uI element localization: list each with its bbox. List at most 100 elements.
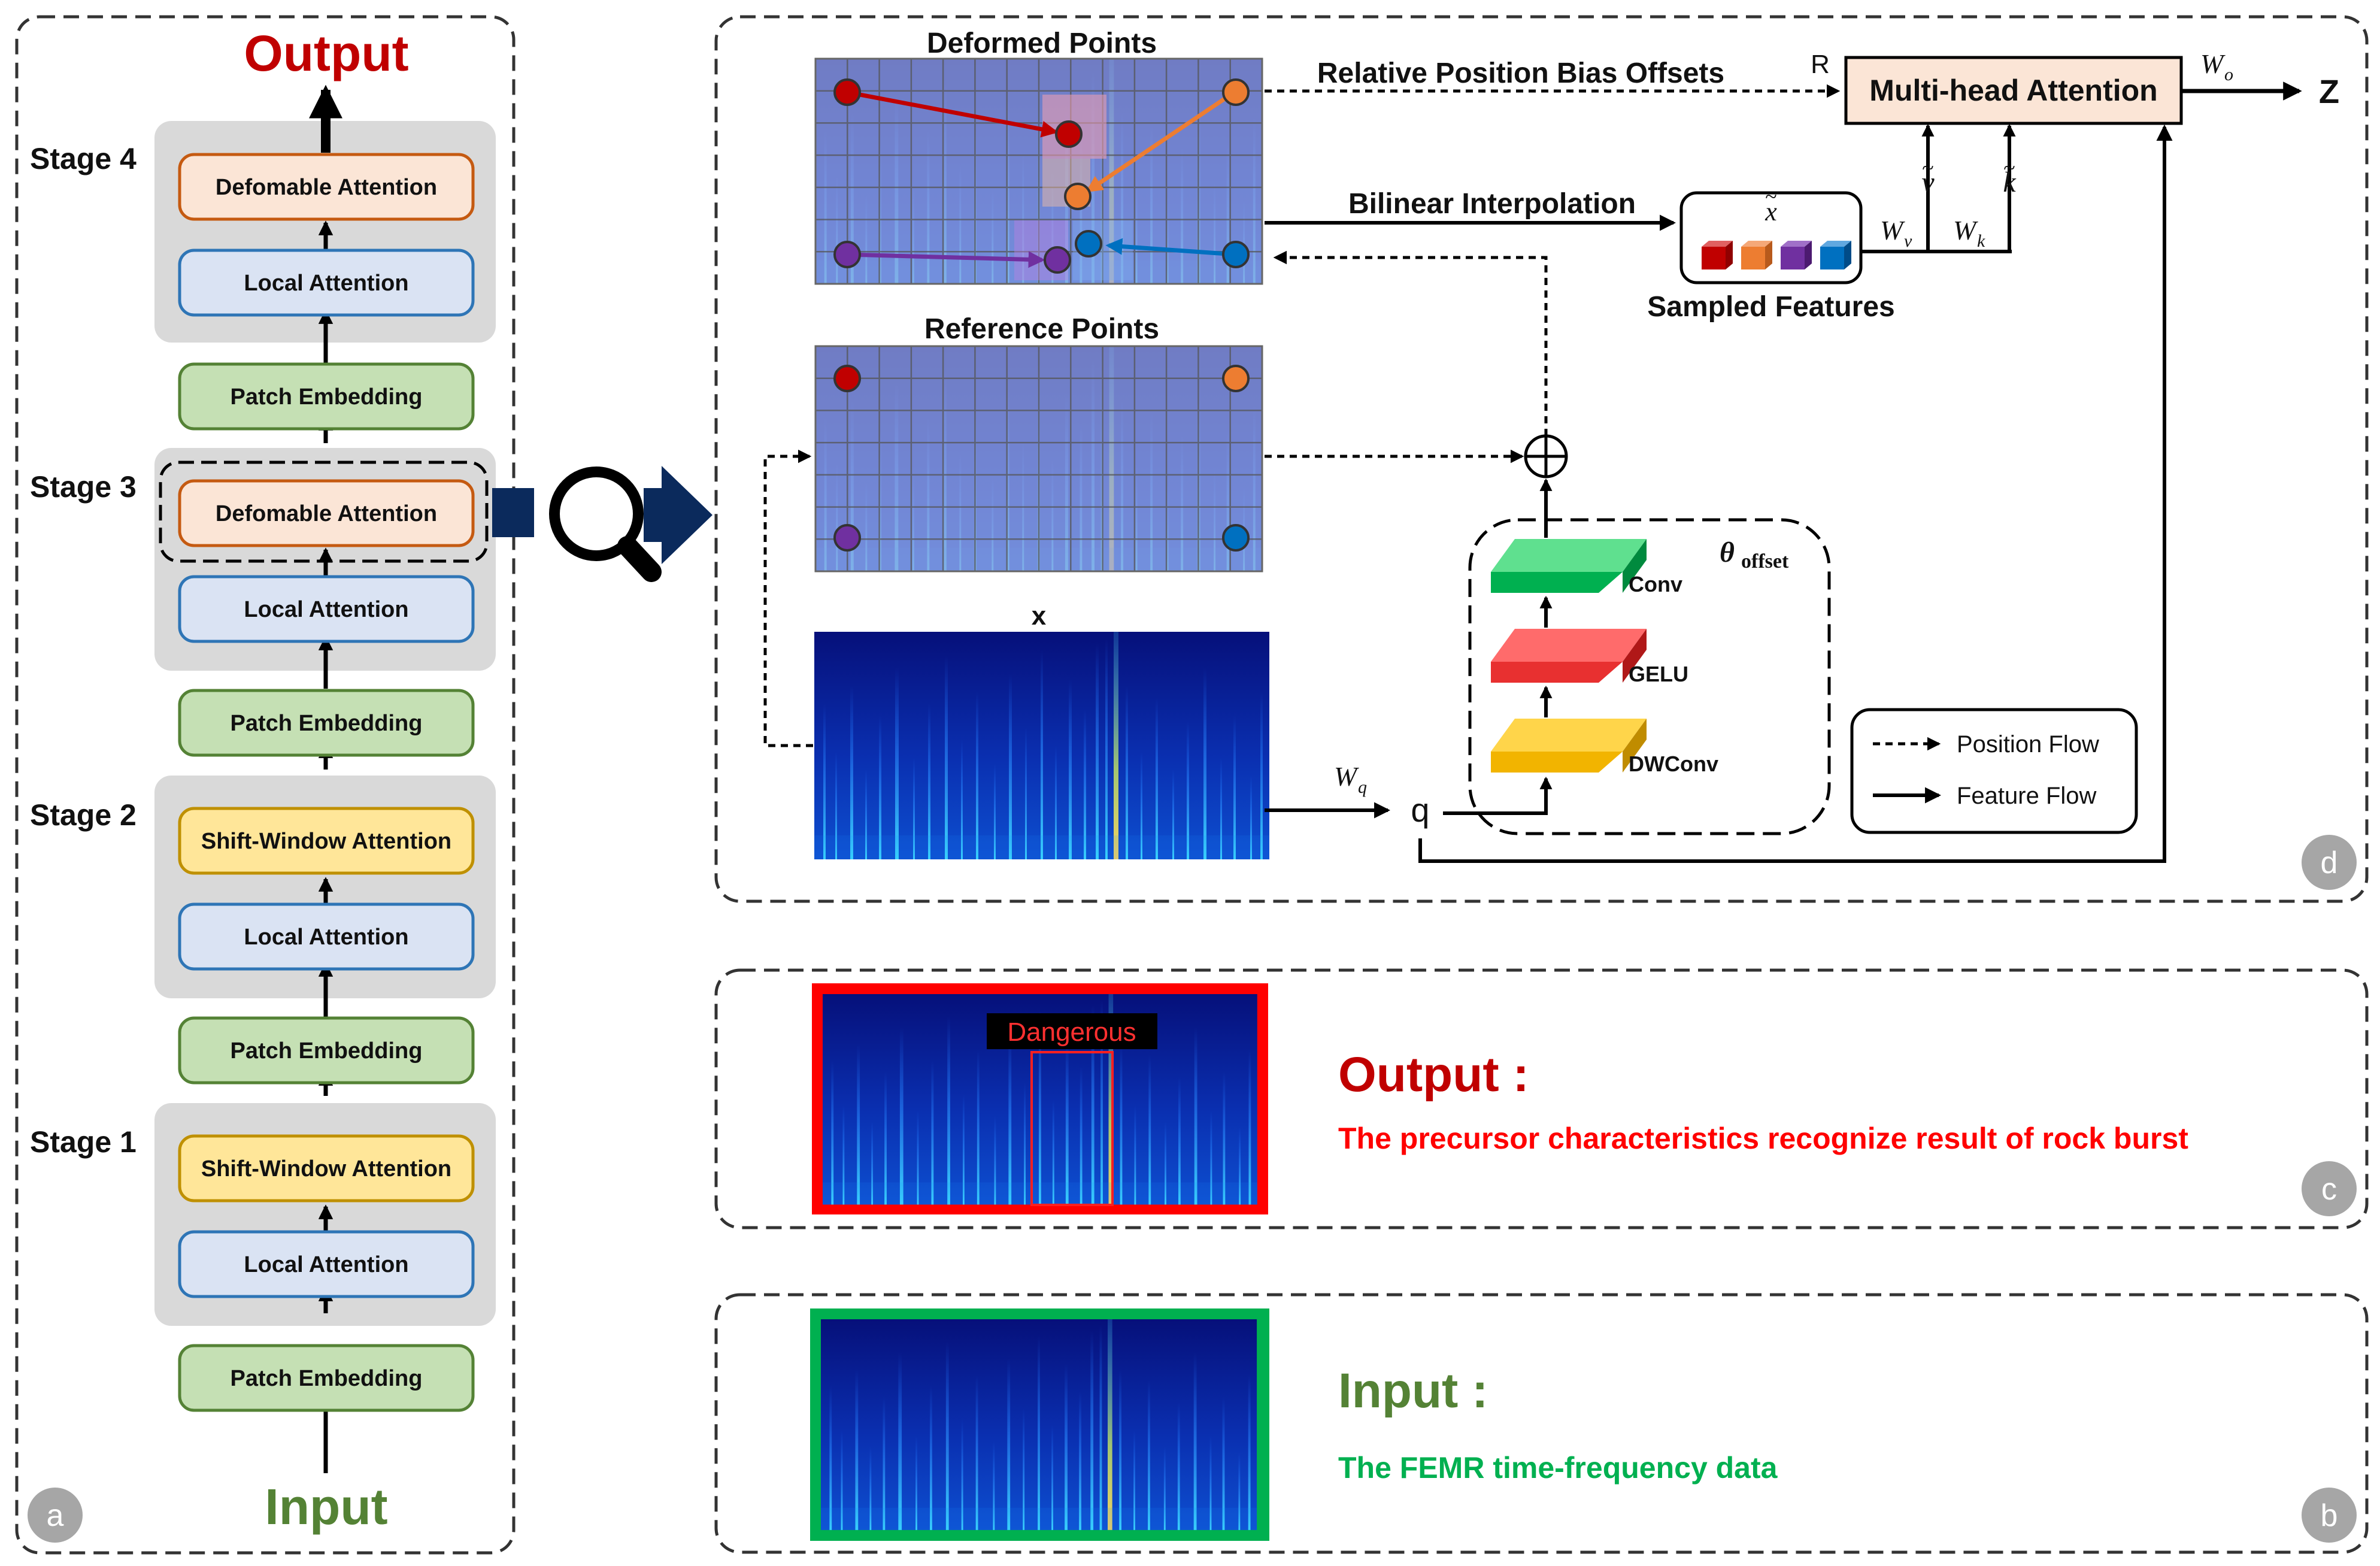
stage1-local-block: [178, 1230, 475, 1298]
legend-position-label: Position Flow: [1957, 731, 2099, 758]
patch-embedding-3: [178, 362, 475, 431]
svg-text:k: k: [1977, 231, 1985, 251]
badge-b: [2302, 1488, 2357, 1543]
rpb-offsets-label: Relative Position Bias Offsets: [1317, 57, 1724, 89]
stage2-local-block: [178, 902, 475, 971]
panel-d: Deformed Points Reference Points: [714, 15, 2369, 903]
svg-text:~: ~: [2003, 156, 2015, 180]
bilinear-label: Bilinear Interpolation: [1348, 188, 1636, 220]
stage1-label: Stage 1: [30, 1125, 137, 1159]
svg-text:Defomable Attention: Defomable Attention: [216, 175, 437, 200]
stage4-label: Stage 4: [30, 142, 137, 175]
patch-embedding-2: [178, 689, 475, 757]
svg-text:o: o: [2224, 65, 2233, 84]
svg-text:W: W: [1953, 215, 1978, 246]
svg-text:Patch Embedding: Patch Embedding: [231, 384, 423, 410]
panel-b: Input : The FEMR time-frequency data b: [714, 1293, 2369, 1554]
svg-text:Patch Embedding: Patch Embedding: [231, 1038, 423, 1064]
point-blue-start: [1222, 241, 1250, 268]
svg-text:W: W: [2200, 49, 2226, 79]
panel-c-frame: [714, 968, 2369, 1229]
svg-text:~: ~: [1922, 156, 1933, 180]
ref-point-purple: [833, 524, 861, 552]
position-flow-sum-to-deformed: [1273, 250, 1548, 436]
conv-label: Conv: [1629, 572, 1682, 596]
svg-text:Shift-Window Attention: Shift-Window Attention: [201, 1156, 451, 1182]
point-blue-deformed: [1075, 230, 1102, 258]
dwconv-layer-icon: [1491, 719, 1647, 773]
svg-text:d: d: [2321, 846, 2338, 880]
x-tilde-label: x: [1764, 197, 1777, 226]
svg-text:Defomable Attention: Defomable Attention: [216, 501, 437, 526]
svg-text:Shift-Window Attention: Shift-Window Attention: [201, 829, 451, 854]
deform-arrow-red: [847, 90, 1059, 138]
panel-d-frame: [714, 15, 2369, 903]
stage3-label: Stage 3: [30, 470, 137, 504]
svg-text:W: W: [1334, 761, 1359, 792]
svg-text:offset: offset: [1741, 550, 1789, 573]
panel-a-frame: [15, 15, 516, 1555]
panel-b-title: Input :: [1338, 1364, 1488, 1418]
stage4-deformable-block: [178, 153, 475, 221]
x-label: x: [1032, 601, 1047, 631]
multi-head-attention-block: [1844, 56, 2183, 125]
stage3-zoom-highlight: [159, 461, 489, 563]
point-red-start: [833, 78, 861, 106]
r-label: R: [1811, 50, 1830, 79]
panel-c-description: The precursor characteristics recognize …: [1338, 1122, 2188, 1155]
svg-text:~: ~: [1765, 184, 1776, 208]
magnifier-icon: [549, 467, 662, 582]
point-orange-deformed: [1064, 183, 1092, 210]
point-red-deformed: [1055, 120, 1083, 148]
deformed-points-label: Deformed Points: [927, 28, 1157, 59]
svg-text:Patch Embedding: Patch Embedding: [231, 1366, 423, 1391]
badge-a: [28, 1488, 83, 1543]
output-label: Output: [244, 25, 408, 81]
panel-c-title: Output :: [1338, 1047, 1529, 1102]
flow-q-to-attention: [1418, 124, 2173, 863]
badge-d: [2302, 835, 2357, 890]
flow-q-to-offset: [1443, 776, 1553, 815]
q-label: q: [1411, 791, 1429, 829]
gelu-layer-icon: [1491, 629, 1647, 683]
svg-text:W: W: [1880, 215, 1905, 246]
svg-text:Local Attention: Local Attention: [244, 271, 408, 296]
zoom-connector: [492, 466, 713, 582]
stage3-deformable-block: [178, 479, 475, 547]
panel-b-description: The FEMR time-frequency data: [1338, 1451, 1778, 1485]
panel-b-frame: [714, 1293, 2369, 1554]
svg-text:b: b: [2321, 1498, 2338, 1533]
svg-text:Patch Embedding: Patch Embedding: [231, 711, 423, 736]
svg-text:θ: θ: [1720, 537, 1735, 568]
conv-layer-icon: [1491, 539, 1647, 593]
k-tilde-label: k: [2003, 166, 2017, 198]
stage2-shift-window-block: [178, 807, 475, 875]
sampled-cubes-icon: [1702, 241, 1851, 269]
ref-point-red: [833, 365, 861, 392]
point-purple-start: [833, 241, 861, 268]
connector-bar: [492, 488, 534, 537]
svg-text:Multi-head Attention: Multi-head Attention: [1869, 74, 2157, 107]
deform-arrow-purple: [848, 251, 1045, 268]
reference-points-label: Reference Points: [924, 313, 1159, 345]
input-label: Input: [265, 1479, 387, 1535]
badge-c: [2302, 1161, 2357, 1216]
svg-text:v: v: [1904, 231, 1912, 251]
zoom-arrow-icon: [644, 466, 713, 564]
x-spectrogram: [814, 632, 1269, 859]
stage2-label: Stage 2: [30, 798, 137, 832]
legend-box: [1850, 708, 2138, 834]
deform-arrow-orange: [1086, 91, 1235, 193]
legend-feature-label: Feature Flow: [1957, 783, 2097, 809]
svg-text:Local Attention: Local Attention: [244, 597, 408, 622]
stage4-local-block: [178, 249, 475, 317]
svg-text:Local Attention: Local Attention: [244, 1252, 408, 1277]
panel-a: Output Stage 4 Stage 3 Stage 2 Stage 1: [15, 15, 516, 1555]
deform-arrow-blue: [1105, 238, 1236, 257]
dangerous-region-box: [1030, 1051, 1114, 1206]
point-orange-start: [1222, 78, 1250, 106]
sum-node-icon: [1524, 434, 1568, 478]
point-purple-deformed: [1044, 246, 1071, 274]
